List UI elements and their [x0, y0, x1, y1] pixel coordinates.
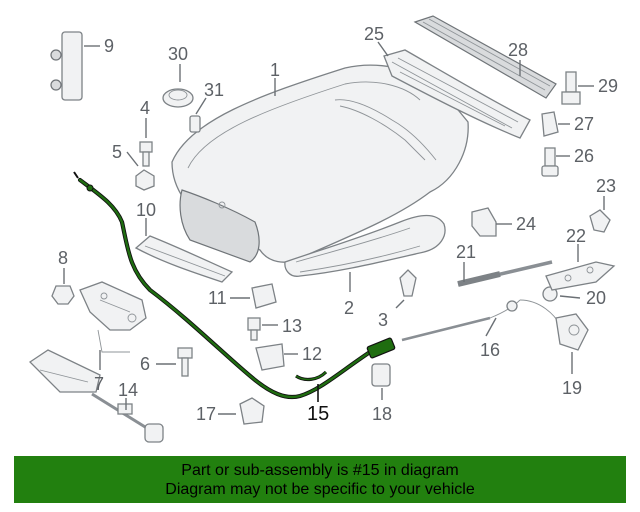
callout-31: 31 [204, 80, 224, 100]
hood-release-cable [73, 171, 396, 400]
banner-line-disclaimer: Diagram may not be specific to your vehi… [165, 480, 475, 498]
callout-18: 18 [372, 404, 392, 424]
parts-diagram: 1 2 3 4 5 6 7 8 9 10 11 12 13 14 15 16 1… [28, 15, 618, 443]
callout-11: 11 [208, 288, 227, 308]
callout-2: 2 [344, 298, 354, 318]
callout-19: 19 [562, 378, 582, 398]
cowl-panel [383, 15, 557, 139]
callout-23: 23 [596, 176, 616, 196]
callout-14: 14 [118, 380, 138, 400]
callout-1: 1 [270, 60, 280, 80]
callout-3: 3 [378, 310, 388, 330]
callout-21: 21 [456, 242, 476, 262]
callout-17: 17 [196, 404, 216, 424]
callout-29: 29 [598, 76, 618, 96]
hood-panel [171, 64, 469, 277]
callout-10: 10 [136, 200, 156, 220]
callout-9: 9 [104, 36, 114, 56]
callout-20: 20 [586, 288, 606, 308]
callout-16: 16 [480, 340, 500, 360]
leader-lines [63, 41, 605, 415]
callout-28: 28 [508, 40, 528, 60]
callout-26: 26 [574, 146, 594, 166]
part-info-banner: Part or sub-assembly is #15 in diagram D… [14, 456, 626, 503]
callout-12: 12 [302, 344, 322, 364]
callout-labels: 1 2 3 4 5 6 7 8 9 10 11 12 13 14 15 16 1… [58, 24, 618, 425]
callout-22: 22 [566, 226, 586, 246]
callout-27: 27 [574, 114, 594, 134]
callout-15: 15 [307, 403, 329, 425]
callout-8: 8 [58, 248, 68, 268]
callout-7: 7 [94, 374, 104, 394]
callout-24: 24 [516, 214, 536, 234]
callout-13: 13 [282, 316, 302, 336]
hardware-parts [28, 31, 616, 443]
seal-strip [134, 235, 234, 283]
banner-line-part: Part or sub-assembly is #15 in diagram [181, 461, 459, 479]
callout-30: 30 [168, 44, 188, 64]
callout-5: 5 [112, 142, 122, 162]
callout-6: 6 [140, 354, 150, 374]
callout-25: 25 [364, 24, 384, 44]
callout-4: 4 [140, 98, 150, 118]
